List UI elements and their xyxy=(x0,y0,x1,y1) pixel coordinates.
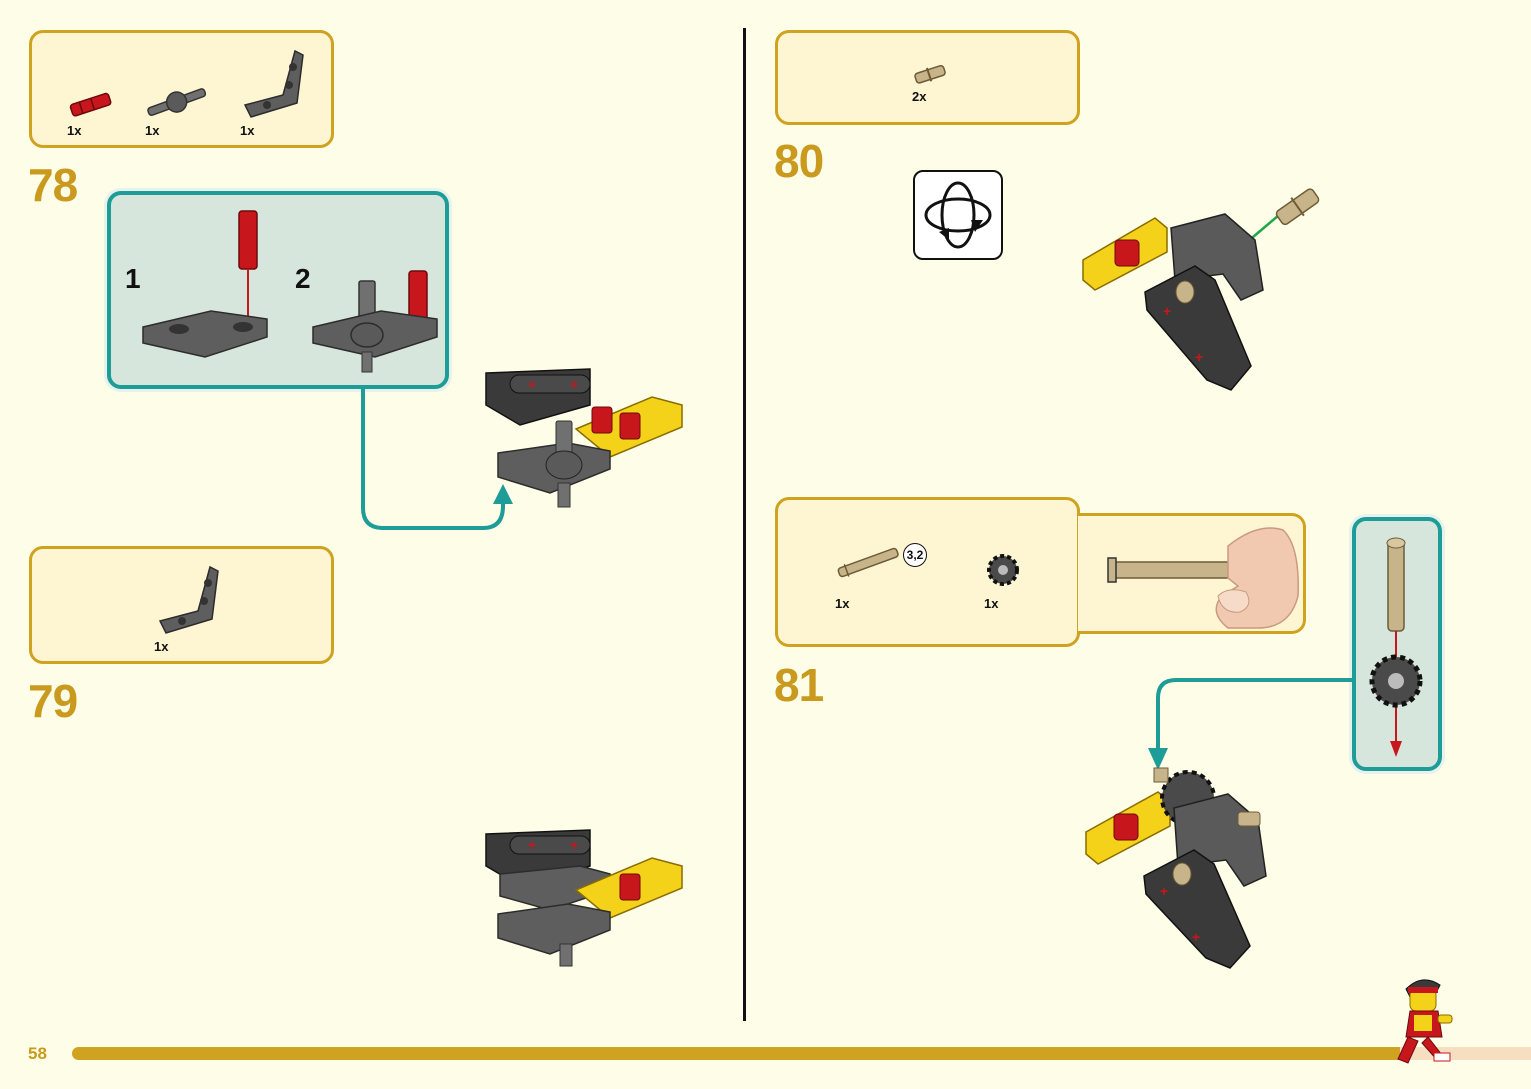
step-number-80: 80 xyxy=(774,135,824,187)
parts-box-step-79: 1x xyxy=(29,546,334,664)
tan-axle-part xyxy=(837,547,899,578)
page-divider xyxy=(743,28,746,1021)
minifigure-mascot-icon xyxy=(1397,979,1453,1064)
page-progress-bar xyxy=(72,1047,1412,1060)
axle-measure-illustration xyxy=(1107,527,1299,629)
part-qty: 1x xyxy=(154,639,169,654)
part-qty: 1x xyxy=(240,123,255,138)
axle-length-badge: 3,2 xyxy=(903,543,927,567)
part-qty: 1x xyxy=(835,596,850,611)
red-axle-pin-part xyxy=(69,92,112,117)
part-qty: 1x xyxy=(984,596,999,611)
tan-pin-part xyxy=(914,64,946,84)
page-number: 58 xyxy=(28,1044,47,1063)
svg-text:+: + xyxy=(528,376,536,392)
gray-connector-part xyxy=(147,88,207,116)
substep-number: 2 xyxy=(295,263,311,294)
svg-text:+: + xyxy=(1195,349,1203,365)
gray-angled-beam-part xyxy=(158,565,219,634)
step-number-79: 79 xyxy=(28,675,78,727)
part-qty: 2x xyxy=(912,89,927,104)
substep-number: 1 xyxy=(125,263,141,294)
svg-text:+: + xyxy=(528,837,536,853)
axle-gear-subassembly-illustration xyxy=(1369,537,1423,757)
parts-box-step-80: 2x xyxy=(775,30,1080,125)
step-79-model-illustration: + + xyxy=(485,829,683,967)
svg-text:+: + xyxy=(1160,883,1168,899)
step-number-78: 78 xyxy=(28,159,78,211)
step-78-model-illustration: + + xyxy=(485,368,683,508)
step-80-model-illustration: + + xyxy=(1082,188,1320,391)
svg-text:+: + xyxy=(570,376,578,392)
step-81-model-illustration: + + xyxy=(1085,767,1267,969)
substep-2-illustration xyxy=(312,270,438,373)
axle-measure-box xyxy=(1078,513,1306,634)
svg-text:+: + xyxy=(1192,929,1200,945)
svg-text:+: + xyxy=(570,837,578,853)
gray-angled-beam-part xyxy=(243,49,304,118)
axle-length-label: 3,2 xyxy=(906,548,924,562)
gray-gear-part xyxy=(987,554,1019,586)
subassembly-box-step-81 xyxy=(1352,517,1442,771)
substep-1-illustration xyxy=(142,210,268,358)
step-number-81: 81 xyxy=(774,659,824,711)
part-qty: 1x xyxy=(67,123,82,138)
part-qty: 1x xyxy=(145,123,160,138)
svg-text:+: + xyxy=(1163,303,1171,319)
callout-arrow-step-78 xyxy=(361,388,513,530)
parts-box-step-81: 3,2 1x 1x xyxy=(775,497,1080,647)
parts-box-step-78: 1x 1x 1x xyxy=(29,30,334,148)
callout-arrow-step-81 xyxy=(1148,678,1352,770)
subassembly-box-step-78: 1 2 xyxy=(107,191,449,389)
rotate-model-icon xyxy=(913,170,1003,260)
